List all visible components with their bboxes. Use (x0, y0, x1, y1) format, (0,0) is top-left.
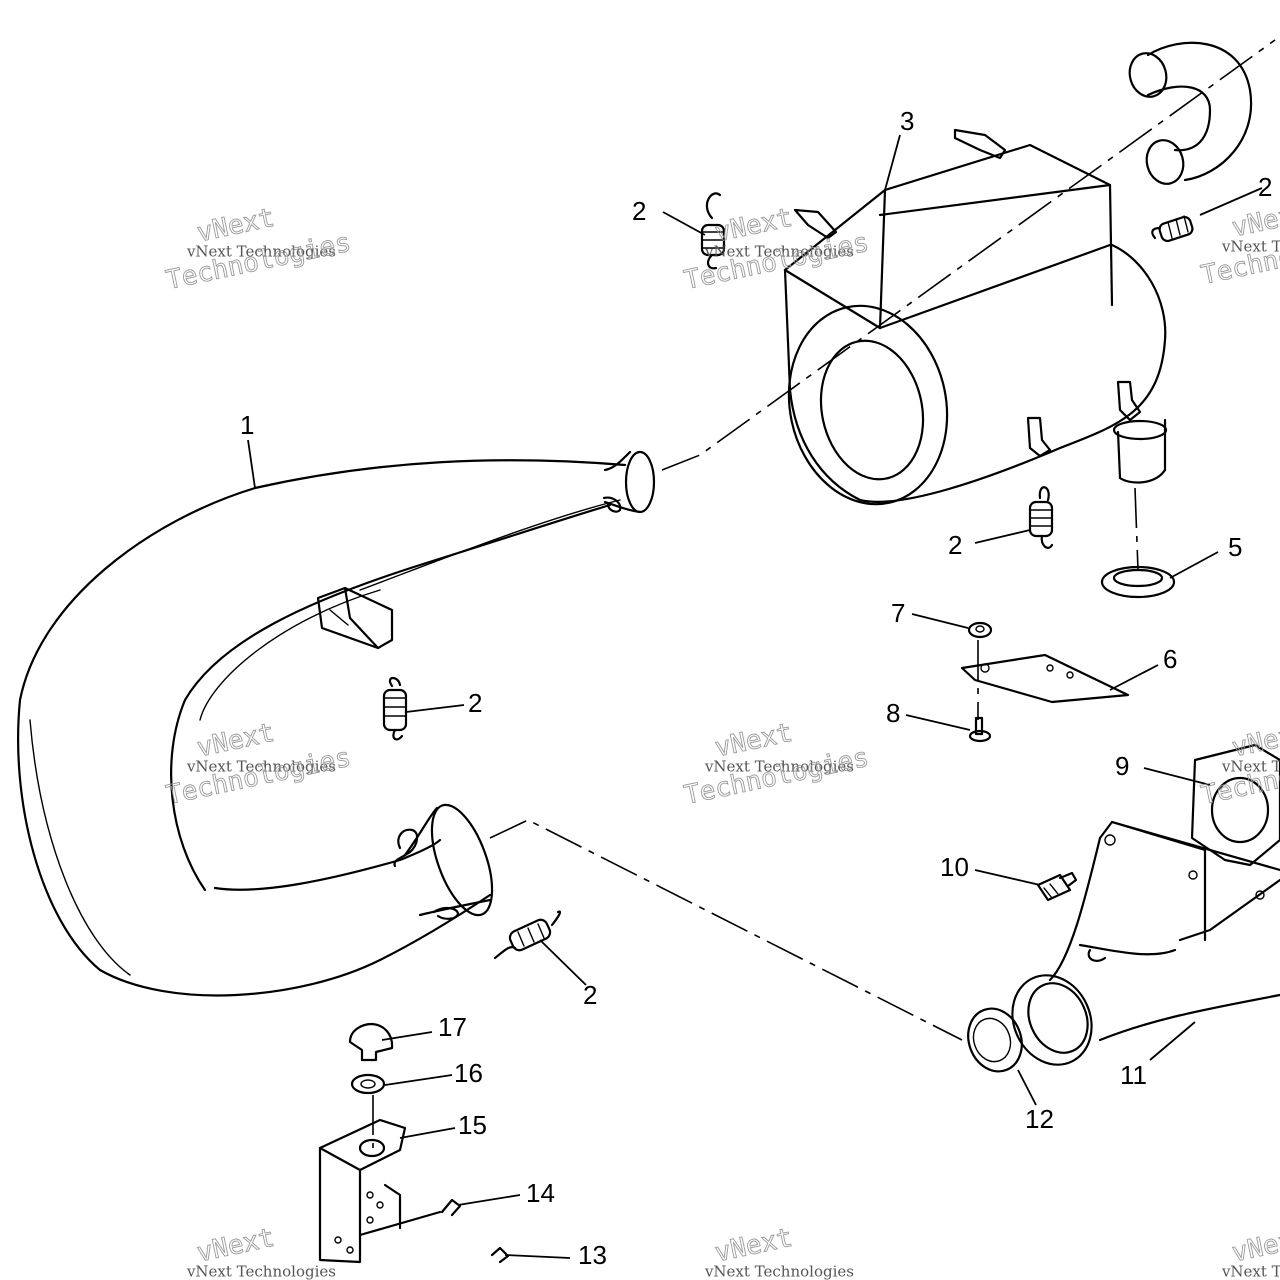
nut (967, 621, 993, 639)
callout-6: 6 (1163, 644, 1177, 674)
svg-text:vNext Technologies: vNext Technologies (704, 1263, 854, 1280)
callout-2: 2 (1258, 172, 1272, 202)
grommet (348, 1022, 394, 1062)
spring-upper-left (700, 192, 726, 270)
callout-7: 7 (891, 598, 905, 628)
muffler (783, 41, 1253, 506)
svg-text:vNext Technologies: vNext Technologies (186, 243, 336, 261)
bolt (968, 716, 992, 743)
support-bracket (318, 1118, 442, 1264)
callout-11: 11 (1120, 1060, 1147, 1090)
callout-8: 8 (886, 698, 900, 728)
expansion-chamber-pipe (17, 450, 656, 997)
leader-lines (247, 134, 1263, 1259)
callout-16: 16 (454, 1058, 483, 1088)
callout-12: 12 (1025, 1104, 1054, 1134)
callout-2: 2 (583, 980, 597, 1010)
gasket-ring (1100, 565, 1176, 599)
watermark: vNext vNext Technologies Technologies vN… (163, 197, 1280, 1280)
spring-middle-left (382, 676, 408, 741)
callout-1: 1 (240, 410, 254, 440)
callout-2: 2 (468, 688, 482, 718)
clip (440, 1198, 510, 1264)
spring-lower (493, 910, 562, 960)
flange-gasket (1190, 743, 1280, 867)
alignment-line-lower (489, 819, 963, 1041)
spring-upper-right (1151, 215, 1194, 243)
svg-text:vNext Technologies: vNext Technologies (1221, 1263, 1280, 1280)
callout-5: 5 (1228, 532, 1242, 562)
alignment-line-gasket (1134, 487, 1139, 571)
svg-text:vNext Technologies: vNext Technologies (186, 758, 336, 776)
svg-text:vNext Technologies: vNext Technologies (1221, 758, 1280, 776)
svg-text:Technologies: Technologies (682, 228, 872, 296)
seal-ring (967, 1007, 1023, 1073)
exhaust-manifold (1011, 820, 1280, 1066)
svg-text:Technologies: Technologies (164, 743, 354, 811)
callout-17: 17 (438, 1012, 467, 1042)
callout-2: 2 (632, 196, 646, 226)
svg-text:vNext Technologies: vNext Technologies (1221, 238, 1280, 256)
spring-middle-right (1028, 486, 1054, 549)
mounting-plate (960, 653, 1130, 704)
alignment-line-upper (661, 39, 1276, 471)
washer (350, 1073, 386, 1095)
callout-3: 3 (900, 106, 914, 136)
callout-9: 9 (1115, 751, 1129, 781)
svg-text:vNext Technologies: vNext Technologies (704, 243, 854, 261)
callout-10: 10 (940, 852, 969, 882)
callout-labels: 1 2 2 2 2 2 3 5 6 7 8 9 10 11 12 13 14 1… (240, 106, 1272, 1270)
svg-text:vNext Technologies: vNext Technologies (186, 1263, 336, 1280)
callout-14: 14 (526, 1178, 555, 1208)
svg-text:vNext Technologies: vNext Technologies (704, 758, 854, 776)
svg-text:Technologies: Technologies (682, 743, 872, 811)
svg-text:Technologies: Technologies (164, 228, 354, 296)
callout-2: 2 (948, 530, 962, 560)
callout-13: 13 (578, 1240, 607, 1270)
callout-15: 15 (458, 1110, 487, 1140)
sensor-fitting (1036, 871, 1078, 902)
